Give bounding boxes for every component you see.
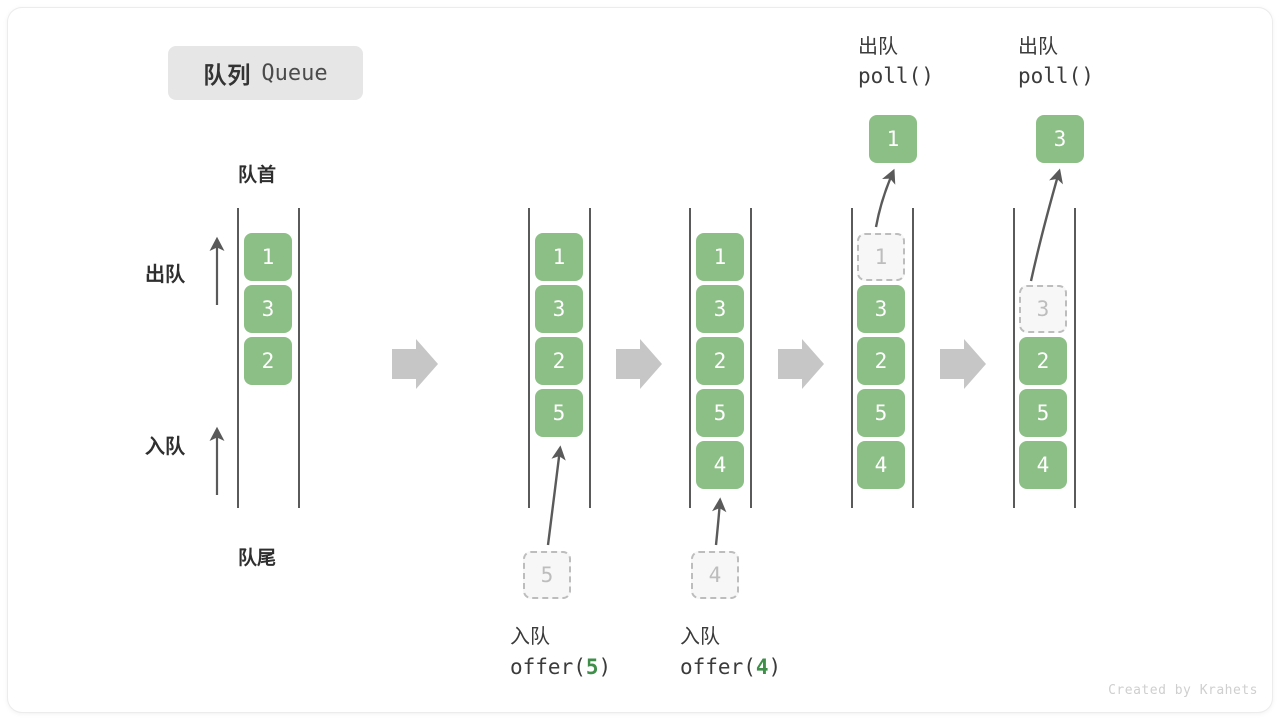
title-badge: 队列 Queue: [168, 46, 363, 100]
queue-popped-element: 1: [869, 115, 917, 163]
poll-arrow-3: [1029, 168, 1063, 282]
queue-element-new: 5: [535, 389, 583, 437]
queue-element: 5: [857, 389, 905, 437]
offer-close-1: ): [598, 655, 612, 679]
queue-element: 5: [696, 389, 744, 437]
offer-arg-2: 4: [755, 655, 769, 679]
poll-label-code-1: poll(): [858, 64, 934, 88]
queue-popped-element: 3: [1036, 115, 1084, 163]
dequeue-side-label: 出队: [145, 264, 185, 286]
title-english: Queue: [261, 60, 328, 86]
title-chinese: 队列: [203, 62, 252, 88]
queue-rail-left-2: [528, 208, 530, 508]
poll-label-cn-1: 出队: [858, 36, 898, 58]
queue-ghost-element: 5: [523, 551, 571, 599]
queue-front-label: 队首: [238, 165, 277, 186]
queue-rail-left-1: [237, 208, 239, 508]
queue-element: 2: [696, 337, 744, 385]
queue-rail-right-1: [298, 208, 300, 508]
queue-rail-left-5: [1013, 208, 1015, 508]
offer-close-2: ): [768, 655, 782, 679]
offer-label-code-1: offer(5): [510, 655, 611, 679]
queue-element: 5: [1019, 389, 1067, 437]
queue-element: 3: [857, 285, 905, 333]
queue-element: 1: [244, 233, 292, 281]
offer-fn-1: offer(: [510, 655, 586, 679]
queue-ghost-element: 1: [857, 233, 905, 281]
poll-label-code-2: poll(): [1018, 64, 1094, 88]
queue-element: 3: [696, 285, 744, 333]
flow-arrow: [392, 339, 438, 389]
queue-rail-left-4: [851, 208, 853, 508]
queue-element: 1: [696, 233, 744, 281]
offer-arg-1: 5: [585, 655, 599, 679]
queue-rail-right-3: [750, 208, 752, 508]
queue-ghost-element: 4: [691, 551, 739, 599]
offer-fn-2: offer(: [680, 655, 756, 679]
queue-rail-right-2: [589, 208, 591, 508]
poll-arrow-1: [874, 168, 896, 228]
queue-rail-left-3: [689, 208, 691, 508]
footer-credit: Created by Krahets: [1108, 683, 1258, 698]
flow-arrow: [616, 339, 662, 389]
offer-label-code-2: offer(4): [680, 655, 781, 679]
queue-rail-right-4: [912, 208, 914, 508]
queue-element: 1: [535, 233, 583, 281]
queue-element: 2: [244, 337, 292, 385]
queue-ghost-element: 3: [1019, 285, 1067, 333]
offer-arrow-5: [546, 445, 566, 546]
offer-arrow-4: [712, 497, 727, 546]
enqueue-side-label: 入队: [145, 436, 185, 458]
queue-element: 2: [1019, 337, 1067, 385]
poll-label-cn-2: 出队: [1018, 36, 1058, 58]
queue-element: 4: [1019, 441, 1067, 489]
queue-rail-right-5: [1074, 208, 1076, 508]
offer-label-cn-1: 入队: [510, 626, 550, 648]
queue-element: 4: [857, 441, 905, 489]
queue-element: 2: [857, 337, 905, 385]
offer-label-cn-2: 入队: [680, 626, 720, 648]
queue-element-new: 4: [696, 441, 744, 489]
queue-element: 3: [535, 285, 583, 333]
flow-arrow: [778, 339, 824, 389]
queue-rear-label: 队尾: [238, 548, 277, 569]
queue-element: 2: [535, 337, 583, 385]
flow-arrow: [940, 339, 986, 389]
queue-element: 3: [244, 285, 292, 333]
